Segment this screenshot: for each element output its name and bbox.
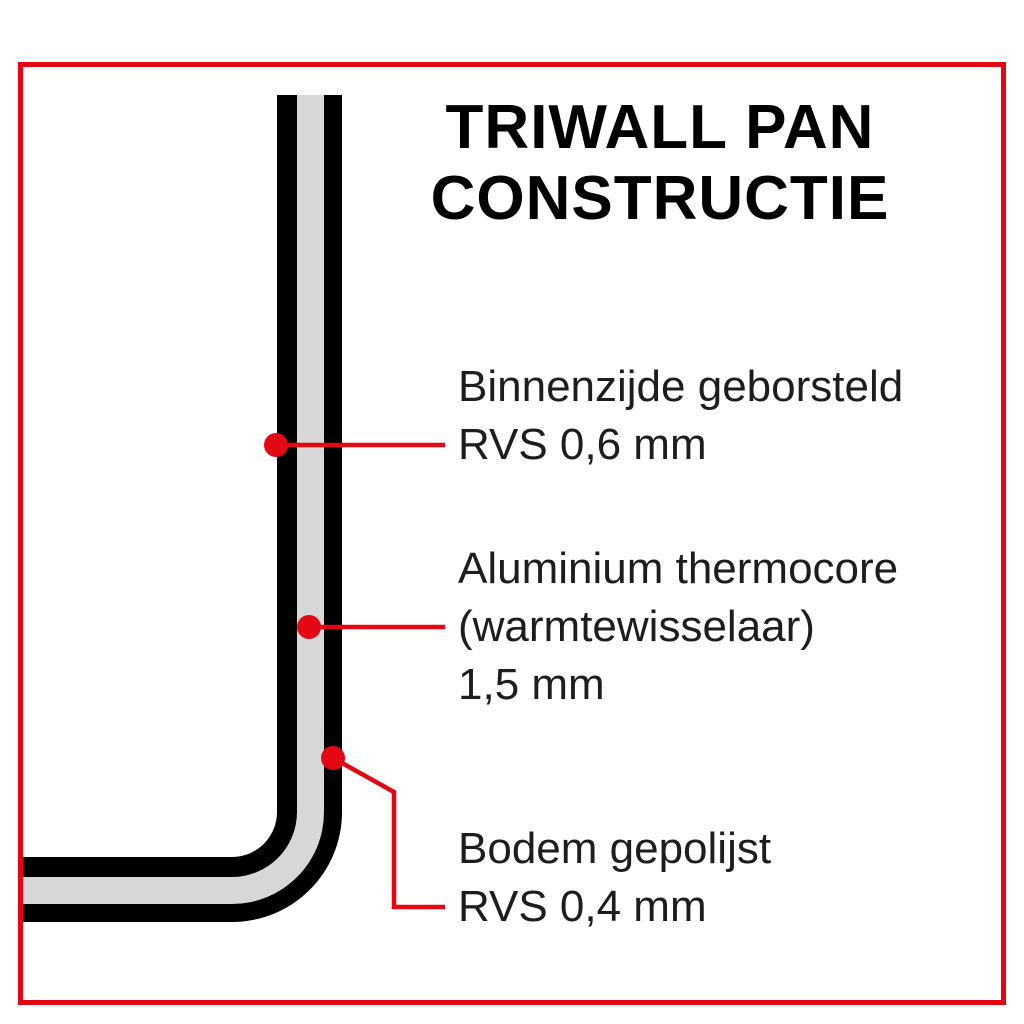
diagram-title: TRIWALL PAN CONSTRUCTIE bbox=[340, 92, 980, 234]
callout-label-text: RVS 0,6 mm bbox=[458, 420, 707, 469]
wall-steel-layers-shape bbox=[22, 95, 342, 922]
callout-label-text: Bodem gepolijst bbox=[458, 824, 772, 873]
callout-dot-bottom-layer bbox=[321, 746, 345, 770]
diagram-title-line-2: CONSTRUCTIE bbox=[430, 164, 890, 233]
callout-label-text: Binnenzijde geborsteld bbox=[458, 362, 904, 411]
callout-label-text: RVS 0,4 mm bbox=[458, 882, 707, 931]
callout-label-text: Aluminium thermocore bbox=[458, 544, 899, 593]
callout-label-bottom-layer: Bodem gepolijst RVS 0,4 mm bbox=[458, 820, 771, 936]
callout-label-text: (warmtewisselaar) bbox=[458, 602, 815, 651]
callout-label-inner-layer: Binnenzijde geborsteld RVS 0,6 mm bbox=[458, 358, 903, 474]
callout-label-text: 1,5 mm bbox=[458, 660, 605, 709]
diagram-title-line-1: TRIWALL PAN bbox=[445, 93, 875, 162]
callout-dot-inner-layer bbox=[264, 433, 288, 457]
callout-label-core-layer: Aluminium thermocore (warmtewisselaar) 1… bbox=[458, 540, 898, 714]
callout-dot-core-layer bbox=[297, 615, 321, 639]
callout-line-bottom-layer bbox=[331, 756, 445, 910]
